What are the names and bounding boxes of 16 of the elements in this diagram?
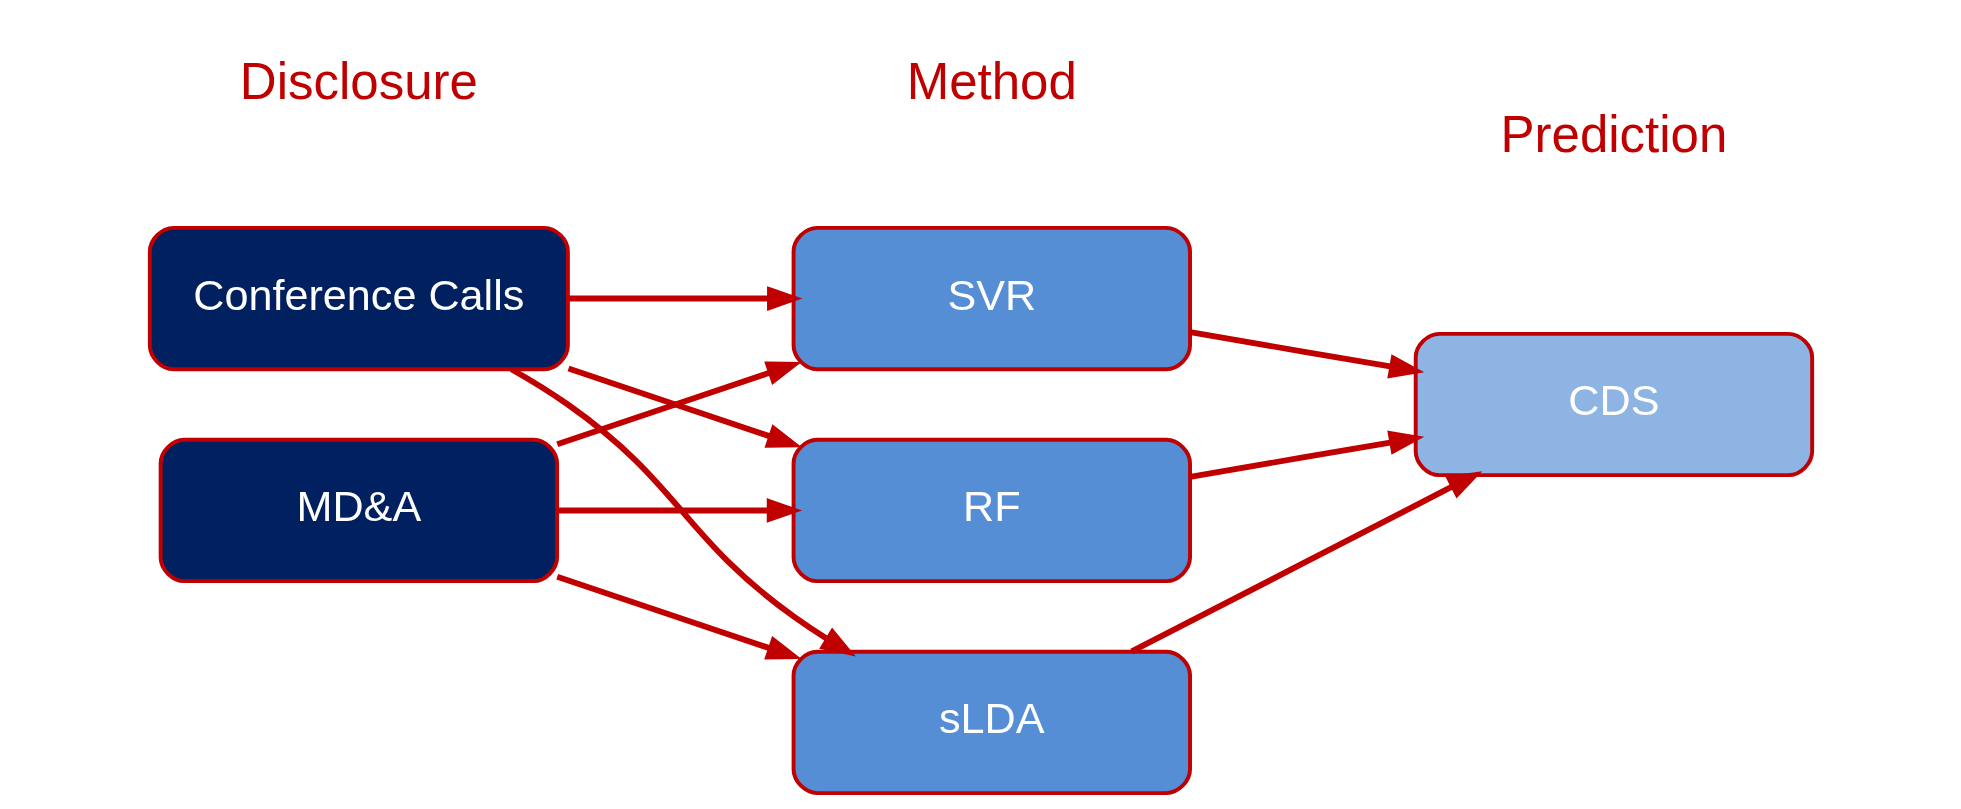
arrow: [509, 366, 856, 657]
arrow: [555, 573, 802, 660]
arrow: [1129, 471, 1482, 655]
arrow: [568, 286, 802, 311]
arrow: [1189, 329, 1424, 379]
label: Method: [906, 52, 1077, 110]
arrow: [556, 498, 802, 523]
label: Disclosure: [239, 52, 478, 110]
node-box: MD&A: [158, 437, 559, 584]
node-box: SVR: [791, 225, 1192, 372]
arrow: [1189, 430, 1424, 480]
node-box: sLDA: [791, 649, 1192, 796]
node-box: CDS: [1413, 331, 1814, 478]
node-box: RF: [791, 437, 1192, 584]
label: Prediction: [1500, 105, 1727, 163]
node-box: Conference Calls: [147, 225, 570, 372]
